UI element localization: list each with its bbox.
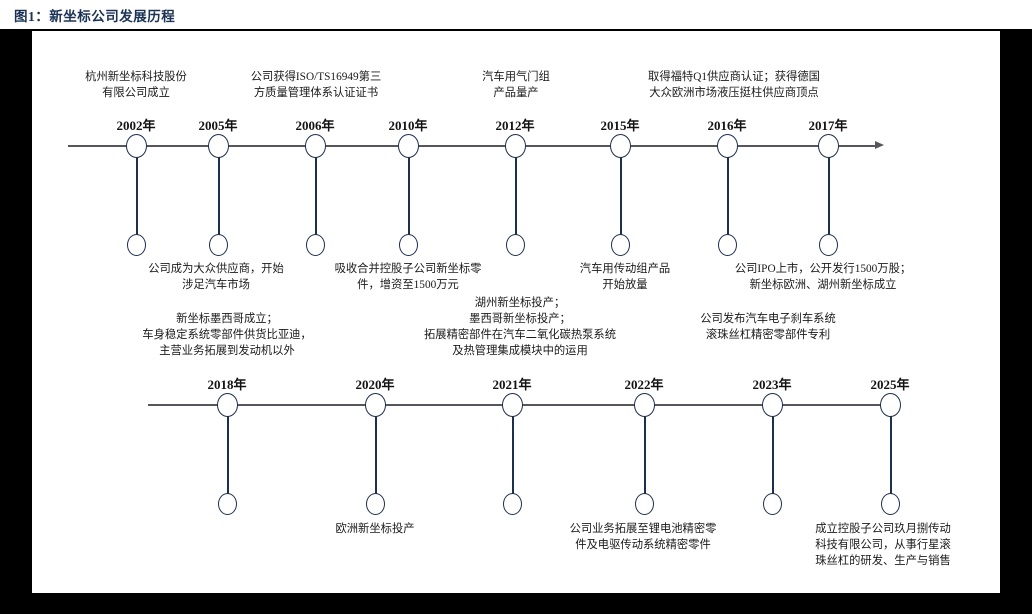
node-endpoint-2005[interactable] (209, 234, 228, 256)
event-text-2002: 杭州新坐标科技股份 有限公司成立 (85, 71, 187, 99)
figure-canvas: 2002年 杭州新坐标科技股份 有限公司成立 2005年 公司成为大众供应商，开… (32, 31, 1000, 593)
node-stem-2016 (726, 157, 729, 235)
node-stem-2002 (135, 157, 138, 235)
node-endpoint-2010[interactable] (399, 234, 418, 256)
year-label-2010: 2010年 (388, 118, 428, 133)
year-label-2015: 2015年 (600, 118, 640, 133)
timeline-axis-arrow-1 (875, 141, 884, 149)
node-circle-2025[interactable] (880, 393, 901, 417)
figure-title-bar: 图1：新坐标公司发展历程 (0, 0, 1032, 29)
node-circle-2017[interactable] (818, 134, 839, 158)
event-text-2022: 公司业务拓展至锂电池精密零 件及电驱传动系统精密零件 (569, 523, 717, 551)
node-stem-2010 (407, 157, 410, 235)
node-circle-2022[interactable] (634, 393, 655, 417)
event-text-2025: 成立控股子公司玖月捌传动 科技有限公司，从事行星滚 珠丝杠的研发、生产与销售 (815, 523, 951, 567)
node-circle-2006[interactable] (305, 134, 326, 158)
event-text-2006: 公司获得ISO/TS16949第三 方质量管理体系认证证书 (250, 71, 382, 99)
node-circle-2015[interactable] (610, 134, 631, 158)
node-stem-2006 (314, 157, 317, 235)
node-endpoint-2022[interactable] (635, 493, 654, 515)
node-endpoint-2017[interactable] (819, 234, 838, 256)
timeline-axis-1 (68, 145, 878, 147)
year-label-2016: 2016年 (707, 118, 747, 133)
page-title: 图1：新坐标公司发展历程 (14, 8, 176, 24)
node-circle-2002[interactable] (126, 134, 147, 158)
node-stem-2022 (643, 416, 646, 494)
year-label-2005: 2005年 (198, 118, 238, 133)
event-text-2020: 欧洲新坐标投产 (335, 523, 415, 535)
event-text-2015: 汽车用传动组产品 开始放量 (579, 263, 671, 291)
node-stem-2021 (511, 416, 514, 494)
year-label-2020: 2020年 (355, 377, 395, 392)
node-circle-2018[interactable] (217, 393, 238, 417)
event-text-2017: 公司IPO上市，公开发行1500万股； 新坐标欧洲、湖州新坐标成立 (734, 263, 912, 291)
node-stem-2017 (827, 157, 830, 235)
node-endpoint-2023[interactable] (763, 493, 782, 515)
event-text-2012: 汽车用气门组 产品量产 (482, 71, 550, 99)
year-label-2022: 2022年 (624, 377, 664, 392)
node-circle-2016[interactable] (717, 134, 738, 158)
node-endpoint-2012[interactable] (506, 234, 525, 256)
event-text-2010: 吸收合并控股子公司新坐标零 件，增资至1500万元 (334, 263, 482, 291)
event-text-2005: 公司成为大众供应商，开始 涉足汽车市场 (148, 263, 284, 291)
node-endpoint-2015[interactable] (611, 234, 630, 256)
node-endpoint-2016[interactable] (718, 234, 737, 256)
node-endpoint-2018[interactable] (218, 493, 237, 515)
node-circle-2021[interactable] (502, 393, 523, 417)
node-circle-2010[interactable] (398, 134, 419, 158)
node-circle-2012[interactable] (505, 134, 526, 158)
node-endpoint-2021[interactable] (503, 493, 522, 515)
year-label-2023: 2023年 (752, 377, 792, 392)
year-label-2017: 2017年 (808, 118, 848, 133)
event-text-2018: 新坐标墨西哥成立； 车身稳定系统零部件供货比亚迪， 主营业务拓展到发动机以外 (142, 313, 312, 357)
year-label-2006: 2006年 (295, 118, 335, 133)
year-label-2012: 2012年 (495, 118, 535, 133)
node-stem-2015 (619, 157, 622, 235)
node-endpoint-2002[interactable] (127, 234, 146, 256)
event-text-2023: 公司发布汽车电子刹车系统 滚珠丝杠精密零部件专利 (700, 313, 836, 341)
node-stem-2025 (889, 416, 892, 494)
node-stem-2020 (374, 416, 377, 494)
year-label-2018: 2018年 (207, 377, 247, 392)
node-circle-2020[interactable] (365, 393, 386, 417)
node-stem-2018 (226, 416, 229, 494)
event-text-2021: 湖州新坐标投产； 墨西哥新坐标投产； 拓展精密部件在汽车二氧化碳热泵系统 及热管… (423, 297, 617, 357)
node-circle-2023[interactable] (762, 393, 783, 417)
node-endpoint-2025[interactable] (881, 493, 900, 515)
node-stem-2023 (771, 416, 774, 494)
node-stem-2005 (217, 157, 220, 235)
year-label-2025: 2025年 (870, 377, 910, 392)
node-circle-2005[interactable] (208, 134, 229, 158)
year-label-2021: 2021年 (492, 377, 532, 392)
event-text-2016: 取得福特Q1供应商认证；获得德国 大众欧洲市场液压挺柱供应商顶点 (648, 71, 820, 99)
year-label-2002: 2002年 (116, 118, 156, 133)
node-endpoint-2006[interactable] (306, 234, 325, 256)
node-endpoint-2020[interactable] (366, 493, 385, 515)
node-stem-2012 (514, 157, 517, 235)
